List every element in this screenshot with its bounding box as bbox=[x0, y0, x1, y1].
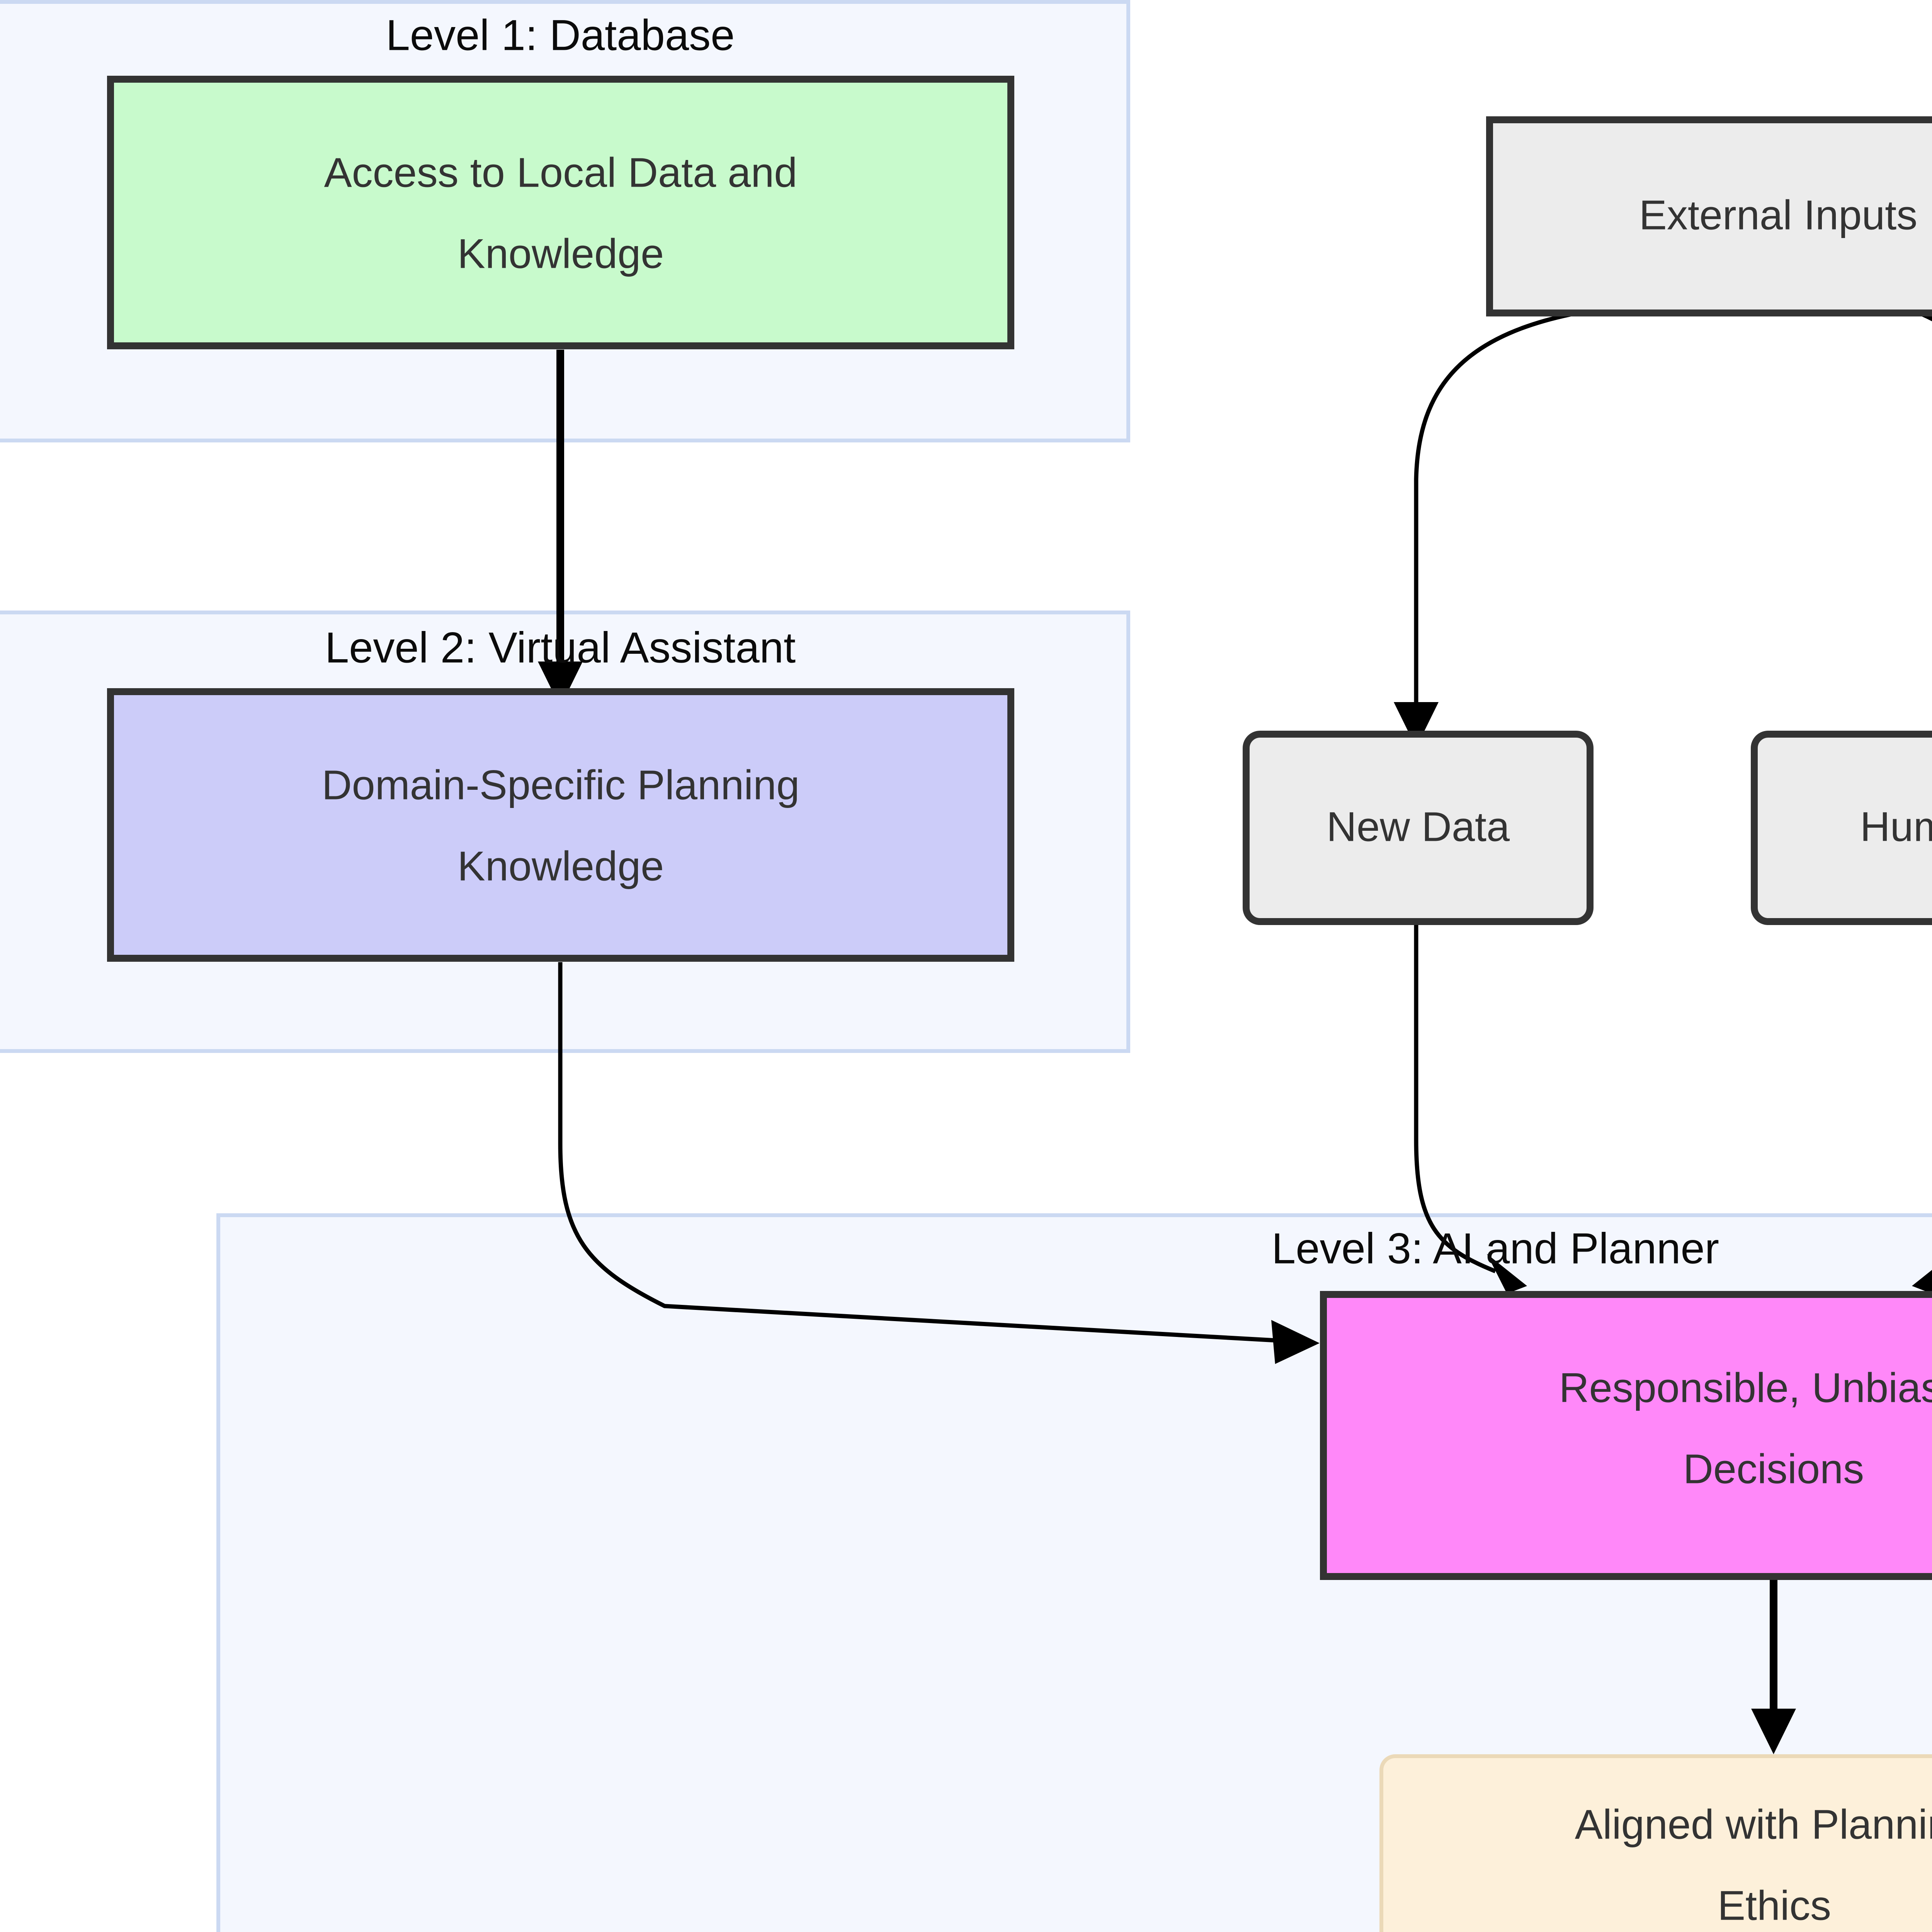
cluster-title-level-1: Level 1: Database bbox=[386, 11, 735, 60]
edge-planknow-to-decisions bbox=[558, 962, 1320, 1364]
cluster-title-level-2: Level 2: Virtual Assistant bbox=[325, 624, 796, 672]
edge-decisions-to-ethics bbox=[1751, 1578, 1796, 1754]
node-human-feedback[interactable]: Human Feedback bbox=[1751, 731, 1932, 925]
node-new-data[interactable]: New Data bbox=[1243, 731, 1594, 925]
node-label-line1: Access to Local Data and bbox=[324, 149, 798, 196]
node-label-line2: Knowledge bbox=[457, 230, 664, 277]
node-label-line1: Domain-Specific Planning bbox=[322, 762, 800, 808]
node-label-line2: Ethics bbox=[1718, 1882, 1831, 1929]
node-label-line1: Responsible, Unbiased bbox=[1559, 1364, 1932, 1411]
node-label-line2: Decisions bbox=[1683, 1446, 1864, 1492]
edge-feedback-to-decisions bbox=[1912, 1270, 1932, 1294]
node-external-inputs[interactable]: External Inputs bbox=[1486, 116, 1932, 316]
node-label-line1: Aligned with Planning bbox=[1575, 1801, 1932, 1848]
node-label-line1: External Inputs bbox=[1639, 192, 1917, 238]
node-access-to-local-data[interactable]: Access to Local Data and Knowledge bbox=[107, 76, 1014, 349]
node-label-line2: Knowledge bbox=[457, 843, 664, 889]
cluster-title-level-3: Level 3: AI and Planner bbox=[1272, 1225, 1719, 1273]
edge-external-to-newdata bbox=[1394, 309, 1588, 748]
edge-external-to-feedback bbox=[1913, 309, 1932, 321]
edge-newdata-to-decisions bbox=[1414, 922, 1527, 1294]
node-domain-specific-planning-knowledge[interactable]: Domain-Specific Planning Knowledge bbox=[107, 688, 1014, 962]
node-aligned-with-planning-ethics[interactable]: Aligned with Planning Ethics bbox=[1379, 1754, 1932, 1932]
edge-localdata-to-planknow bbox=[538, 350, 583, 707]
node-label-line1: Human Feedback bbox=[1860, 803, 1932, 850]
node-label-line1: New Data bbox=[1327, 803, 1510, 850]
node-responsible-unbiased-decisions[interactable]: Responsible, Unbiased Decisions bbox=[1320, 1291, 1932, 1580]
